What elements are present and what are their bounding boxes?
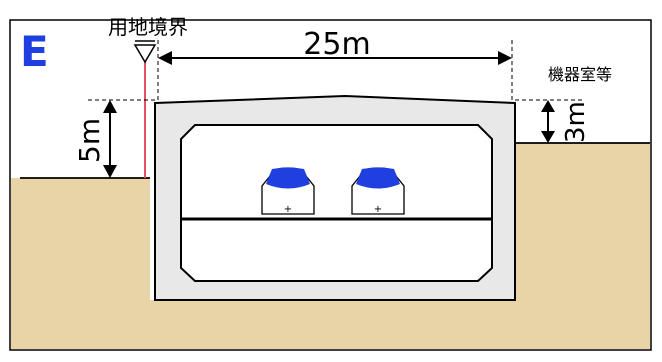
- train-right: +: [351, 167, 405, 215]
- width-arrow-right-icon: [498, 51, 512, 65]
- left-height-label: 5m: [73, 118, 106, 163]
- ground-fill: [11, 143, 650, 349]
- equipment-label: 機器室等: [548, 65, 612, 84]
- left-height-arrow-down-icon: [103, 165, 117, 178]
- width-label: 25m: [303, 27, 370, 62]
- right-height-label: 3m: [561, 101, 591, 143]
- width-arrow-left-icon: [158, 51, 172, 65]
- boundary-triangle-icon: [133, 44, 157, 64]
- svg-text:+: +: [284, 204, 292, 215]
- left-height-arrow-up-icon: [103, 100, 117, 113]
- svg-text:+: +: [374, 204, 382, 215]
- right-height-arrow-down-icon: [541, 131, 555, 143]
- train-left-window: [266, 167, 310, 189]
- train-right-window: [356, 167, 400, 189]
- boundary-label: 用地境界: [108, 15, 188, 39]
- train-left: +: [261, 167, 315, 215]
- right-height-arrow-up-icon: [541, 100, 555, 112]
- panel-letter: E: [20, 27, 49, 76]
- tunnel-inner-space: [180, 124, 493, 282]
